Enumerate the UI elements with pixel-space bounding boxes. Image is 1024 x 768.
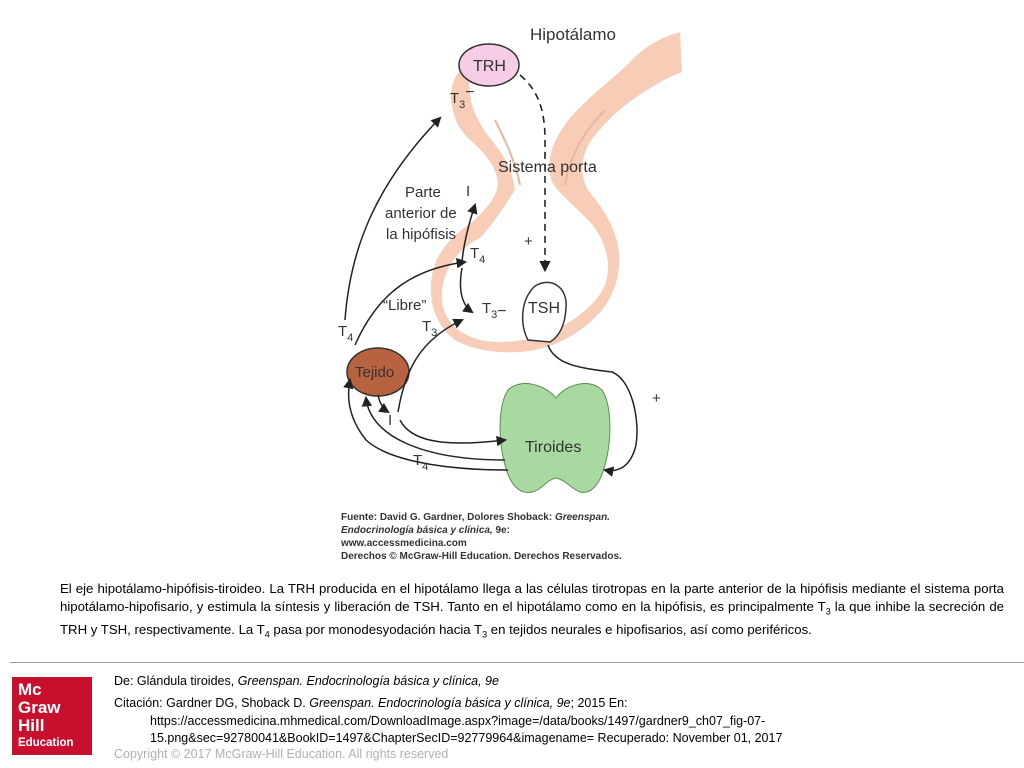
source-line-1-prefix: Fuente: David G. Gardner, Dolores Shobac… bbox=[341, 512, 555, 523]
source-line-2-rest: 9e: bbox=[493, 525, 510, 536]
label-iodide-tissue: I bbox=[388, 412, 392, 429]
tissue-t3-arrow bbox=[399, 419, 508, 447]
label-trh: TRH bbox=[473, 58, 506, 75]
label-plus-thyroid: + bbox=[652, 390, 661, 407]
label-t4-pituitary: T4 bbox=[470, 245, 485, 266]
caption-part-3: pasa por monodesyodación hacia T bbox=[269, 621, 483, 637]
thyroid-t4-out-arrow bbox=[343, 377, 509, 471]
label-t4-left: T4 bbox=[338, 323, 353, 344]
footer-cita-dot: . bbox=[302, 696, 310, 710]
label-t4-left-base: T bbox=[338, 323, 347, 340]
t4-to-pituitary-arrow bbox=[354, 257, 468, 346]
label-t3-top-base: T bbox=[450, 90, 459, 107]
logo-line-1: Mc bbox=[18, 680, 42, 699]
footer-url-line-1[interactable]: https://accessmedicina.mhmedical.com/Dow… bbox=[150, 714, 766, 728]
label-t3-pit-sub: 3 bbox=[491, 309, 497, 321]
label-t3-pituitary: T3− bbox=[482, 300, 507, 321]
caption-part-2: la que inhibe la secreción de TRH y TSH,… bbox=[60, 599, 1004, 637]
source-credit: Fuente: David G. Gardner, Dolores Shobac… bbox=[340, 512, 622, 562]
label-t3-top: T3− bbox=[450, 84, 475, 111]
tissue-iodide-arrow bbox=[377, 394, 390, 414]
t4-to-t3-arrow bbox=[459, 267, 474, 314]
footer-cita-rest: ; 2015 En: bbox=[570, 696, 628, 710]
footer-cita-italic: Greenspan. Endocrinología básica y clíni… bbox=[309, 696, 571, 710]
label-hypothalamus: Hipotálamo bbox=[530, 25, 616, 44]
label-t3-pit-base: T bbox=[482, 300, 491, 317]
label-iodide-pituitary: I bbox=[466, 183, 470, 200]
caption-sub-1: 3 bbox=[825, 606, 831, 617]
source-line-4: Derechos © McGraw-Hill Education. Derech… bbox=[341, 551, 622, 562]
pituitary-shape bbox=[430, 32, 682, 353]
label-anterior-3: la hipófisis bbox=[386, 226, 456, 243]
footer-de-line: De: Glándula tiroides, Greenspan. Endocr… bbox=[114, 674, 499, 688]
t3-free-arrow bbox=[397, 318, 464, 413]
label-t3-top-sub: 3 bbox=[459, 99, 465, 111]
label-t3-top-minus: − bbox=[465, 84, 474, 101]
footer-citation-line: Citación: Gardner DG, Shoback D. Greensp… bbox=[114, 696, 628, 710]
footer-de-prefix: De: Glándula tiroides, bbox=[114, 674, 238, 688]
footer-url-line-2[interactable]: 15.png&sec=92780041&BookID=1497&ChapterS… bbox=[150, 731, 783, 745]
t4-to-iodide-arrow bbox=[461, 203, 478, 263]
portal-stalk-right bbox=[564, 109, 606, 186]
trh-bubble bbox=[458, 43, 520, 87]
footer-copyright: Copyright © 2017 McGraw-Hill Education. … bbox=[114, 747, 449, 761]
figure-caption: El eje hipotálamo-hipófisis-tiroideo. La… bbox=[60, 580, 1004, 643]
tsh-to-thyroid-arrow bbox=[547, 344, 638, 477]
label-t4-bottom-sub: 4 bbox=[422, 461, 428, 473]
thyroid-axis-diagram: Hipotálamo TRH T3− Sistema porta Parte a… bbox=[338, 25, 682, 562]
label-tsh: TSH bbox=[528, 300, 560, 317]
source-line-2: Endocrinología básica y clínica, 9e: bbox=[341, 525, 510, 536]
label-t3-free-sub: 3 bbox=[431, 327, 437, 339]
logo-line-4: Education bbox=[18, 737, 74, 749]
caption-part-1: El eje hipotálamo-hipófisis-tiroideo. La… bbox=[60, 581, 1004, 614]
source-line-1: Fuente: David G. Gardner, Dolores Shobac… bbox=[341, 512, 610, 523]
label-anterior-2: anterior de bbox=[385, 205, 457, 222]
mcgraw-hill-logo: Mc Graw Hill Education bbox=[12, 677, 92, 755]
label-minus-tsh: − bbox=[497, 303, 506, 320]
label-tissue: Tejido bbox=[355, 364, 394, 381]
caption-sub-2: 4 bbox=[264, 629, 270, 640]
t4-to-hypothalamus-arrow bbox=[344, 116, 442, 321]
source-line-3: www.accessmedicina.com bbox=[340, 538, 467, 549]
trh-portal-arrow bbox=[519, 74, 551, 273]
label-t4-bottom-base: T bbox=[413, 452, 422, 469]
caption-part-4: en tejidos neurales e hipofisarios, así … bbox=[487, 621, 812, 637]
label-t4-pit-base: T bbox=[470, 245, 479, 262]
label-t4-bottom: T4 bbox=[413, 452, 428, 473]
source-line-1-italic: Greenspan. bbox=[555, 512, 610, 523]
label-plus-portal: + bbox=[524, 233, 533, 250]
tsh-cell bbox=[521, 281, 567, 343]
footer-divider bbox=[10, 662, 1024, 663]
source-line-2-italic: Endocrinología básica y clínica, bbox=[341, 525, 493, 536]
thyroid-t4-tissue-arrow bbox=[361, 395, 506, 461]
logo-line-2: Graw bbox=[18, 698, 61, 717]
footer-cita-prefix: Citación: Gardner DG, Shoback D bbox=[114, 696, 303, 710]
logo-line-3: Hill bbox=[18, 716, 45, 735]
label-portal-system: Sistema porta bbox=[498, 159, 597, 176]
footer-de-italic: Greenspan. Endocrinología básica y clíni… bbox=[237, 674, 499, 688]
thyroid-gland bbox=[499, 383, 611, 494]
portal-stalk-left bbox=[494, 119, 521, 186]
label-t4-pit-sub: 4 bbox=[479, 254, 485, 266]
label-t4-left-sub: 4 bbox=[347, 332, 353, 344]
label-t3-free-base: T bbox=[422, 318, 431, 335]
label-anterior-1: Parte bbox=[405, 184, 441, 201]
caption-sub-3: 3 bbox=[482, 629, 488, 640]
label-thyroid: Tiroides bbox=[525, 439, 581, 456]
label-t3-free: T3 bbox=[422, 318, 437, 339]
label-libre: “Libre” bbox=[383, 297, 426, 314]
